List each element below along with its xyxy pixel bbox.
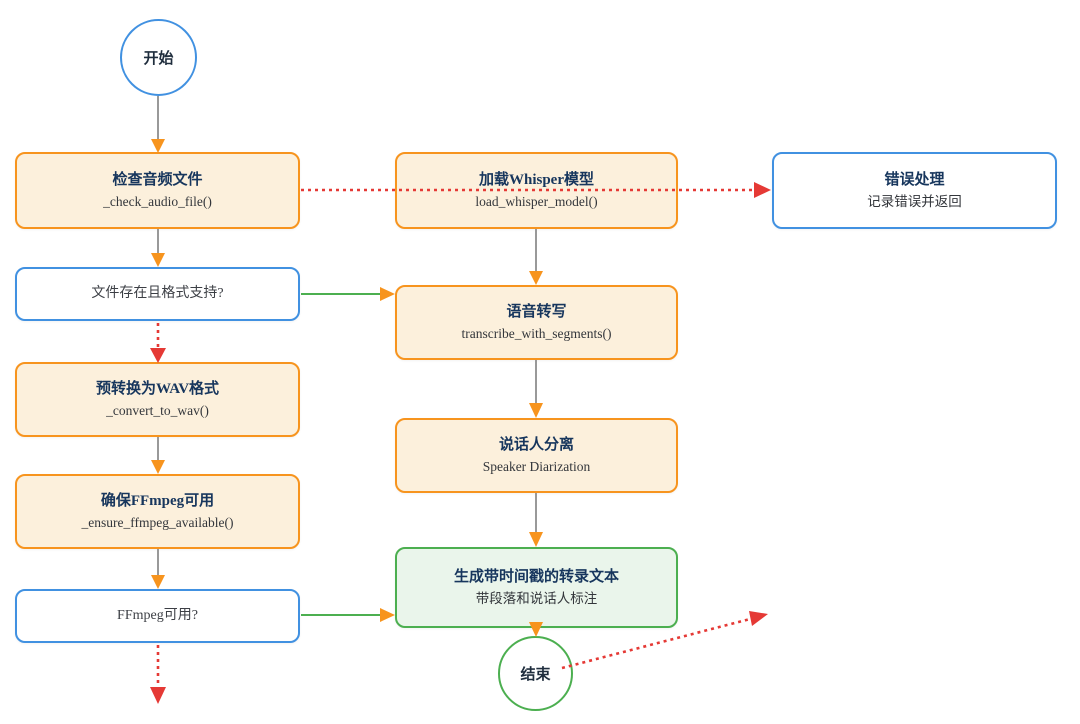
node-diarization-title: 说话人分离: [498, 436, 574, 453]
arrowhead-diarization-output: [529, 532, 543, 547]
node-error-handler-subtitle: 记录错误并返回: [867, 193, 962, 209]
node-diarization: 说话人分离 Speaker Diarization: [395, 418, 678, 493]
arrowhead-ensure-decisionffmpeg: [151, 575, 165, 589]
arrowhead-check-decisionfile: [151, 253, 165, 267]
arrowhead-decisionffmpeg-down: [150, 687, 166, 704]
node-start: 开始: [120, 19, 197, 96]
node-decision-file-label: 文件存在且格式支持?: [91, 285, 224, 301]
node-load-whisper-title: 加载Whisper模型: [478, 171, 594, 188]
node-load-whisper: 加载Whisper模型 load_whisper_model(): [395, 152, 678, 229]
arrowhead-check-error: [754, 182, 771, 198]
node-end: 结束: [498, 636, 573, 711]
arrowhead-end-upright: [749, 611, 768, 626]
arrowhead-convert-ensure: [151, 460, 165, 474]
arrowhead-start-check: [151, 139, 165, 153]
node-transcribe-subtitle: transcribe_with_segments(): [461, 325, 612, 341]
node-error-handler: 错误处理 记录错误并返回: [772, 152, 1057, 229]
node-check-audio-title: 检查音频文件: [112, 171, 203, 188]
node-error-handler-title: 错误处理: [884, 171, 945, 188]
node-decision-file: 文件存在且格式支持?: [15, 267, 300, 321]
node-transcribe-title: 语音转写: [506, 303, 567, 320]
node-check-audio-subtitle: _check_audio_file(): [103, 193, 212, 209]
arrowhead-decisionfile-transcribe: [380, 287, 395, 301]
node-ensure-ffmpeg-title: 确保FFmpeg可用: [100, 492, 215, 509]
node-check-audio: 检查音频文件 _check_audio_file(): [15, 152, 300, 229]
arrowhead-decisionffmpeg-output: [380, 608, 395, 622]
arrowhead-decisionfile-convert: [150, 348, 166, 363]
node-decision-ffmpeg-label: FFmpeg可用?: [117, 607, 198, 623]
node-load-whisper-subtitle: load_whisper_model(): [475, 193, 598, 209]
node-start-label: 开始: [143, 51, 174, 67]
node-diarization-subtitle: Speaker Diarization: [482, 458, 591, 474]
node-transcribe: 语音转写 transcribe_with_segments(): [395, 285, 678, 360]
node-ensure-ffmpeg-subtitle: _ensure_ffmpeg_available(): [81, 514, 234, 530]
arrowhead-transcribe-diarization: [529, 403, 543, 418]
arrowhead-load-transcribe: [529, 271, 543, 285]
node-output-subtitle: 带段落和说话人标注: [475, 590, 598, 606]
node-output-title: 生成带时间戳的转录文本: [453, 568, 619, 585]
node-output: 生成带时间戳的转录文本 带段落和说话人标注: [395, 547, 678, 628]
node-convert-wav-title: 预转换为WAV格式: [95, 380, 220, 397]
node-convert-wav: 预转换为WAV格式 _convert_to_wav(): [15, 362, 300, 437]
node-end-label: 结束: [520, 667, 551, 683]
node-decision-ffmpeg: FFmpeg可用?: [15, 589, 300, 643]
node-ensure-ffmpeg: 确保FFmpeg可用 _ensure_ffmpeg_available(): [15, 474, 300, 549]
node-convert-wav-subtitle: _convert_to_wav(): [106, 402, 209, 418]
